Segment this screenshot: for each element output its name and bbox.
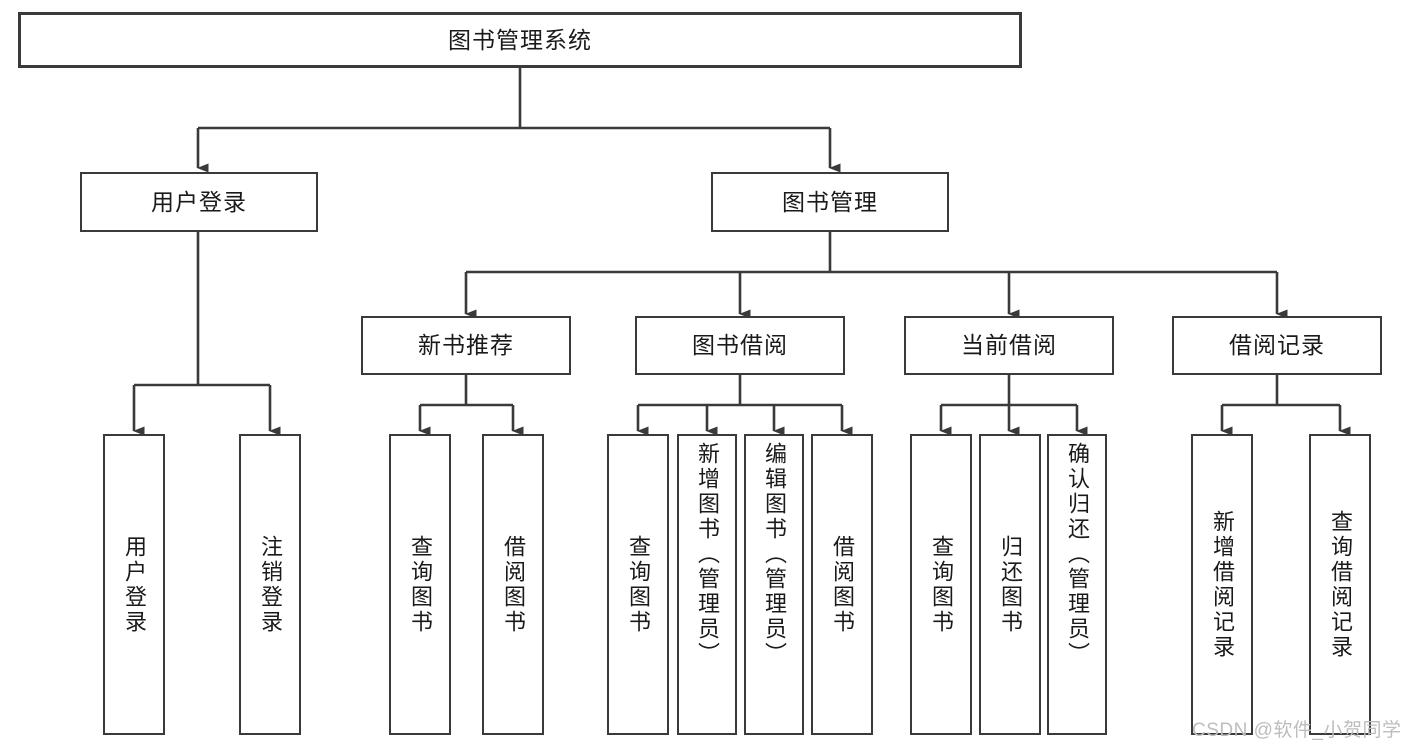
node-label: 查询图书 [408, 534, 433, 635]
leaf-borrow-book[interactable]: 借阅图书 [811, 434, 873, 735]
node-label: 借阅图书 [501, 534, 526, 635]
node-book-management[interactable]: 图书管理 [711, 172, 949, 232]
leaf-add-book-admin[interactable]: 新增图书（管理员） [677, 434, 737, 735]
node-label: 用户登录 [151, 188, 247, 215]
node-label: 图书借阅 [692, 332, 788, 359]
node-label: 查询图书 [626, 534, 651, 635]
node-label: 新增图书（管理员） [695, 442, 720, 667]
leaf-confirm-return-admin[interactable]: 确认归还（管理员） [1047, 434, 1107, 735]
node-book-borrow[interactable]: 图书借阅 [635, 316, 845, 375]
node-label: 图书管理 [782, 188, 878, 215]
leaf-borrow-book-recommend[interactable]: 借阅图书 [482, 434, 544, 735]
watermark-text: CSDN @软件_小贺同学 [1192, 720, 1402, 741]
node-new-book-recommend[interactable]: 新书推荐 [361, 316, 571, 375]
leaf-return-book[interactable]: 归还图书 [979, 434, 1041, 735]
leaf-query-book-borrow[interactable]: 查询图书 [607, 434, 669, 735]
node-label: 编辑图书（管理员） [762, 442, 787, 667]
node-current-borrow[interactable]: 当前借阅 [904, 316, 1114, 375]
node-root-system[interactable]: 图书管理系统 [18, 12, 1022, 68]
leaf-query-book-current[interactable]: 查询图书 [910, 434, 972, 735]
node-label: 新增借阅记录 [1210, 509, 1235, 660]
leaf-add-borrow-record[interactable]: 新增借阅记录 [1191, 434, 1253, 735]
node-label: 图书管理系统 [448, 26, 592, 53]
node-label: 归还图书 [998, 534, 1023, 635]
node-label: 查询借阅记录 [1328, 509, 1353, 660]
node-label: 注销登录 [258, 534, 283, 635]
node-borrow-record[interactable]: 借阅记录 [1172, 316, 1382, 375]
node-label: 用户登录 [122, 534, 147, 635]
leaf-query-book-recommend[interactable]: 查询图书 [389, 434, 451, 735]
node-label: 确认归还（管理员） [1065, 442, 1090, 667]
node-user-login[interactable]: 用户登录 [80, 172, 318, 232]
node-label: 查询图书 [929, 534, 954, 635]
node-label: 当前借阅 [961, 332, 1057, 359]
node-label: 借阅记录 [1229, 332, 1325, 359]
leaf-logout-login[interactable]: 注销登录 [239, 434, 301, 735]
leaf-query-borrow-record[interactable]: 查询借阅记录 [1309, 434, 1371, 735]
node-label: 新书推荐 [418, 332, 514, 359]
node-label: 借阅图书 [830, 534, 855, 635]
leaf-edit-book-admin[interactable]: 编辑图书（管理员） [744, 434, 804, 735]
leaf-user-login[interactable]: 用户登录 [103, 434, 165, 735]
